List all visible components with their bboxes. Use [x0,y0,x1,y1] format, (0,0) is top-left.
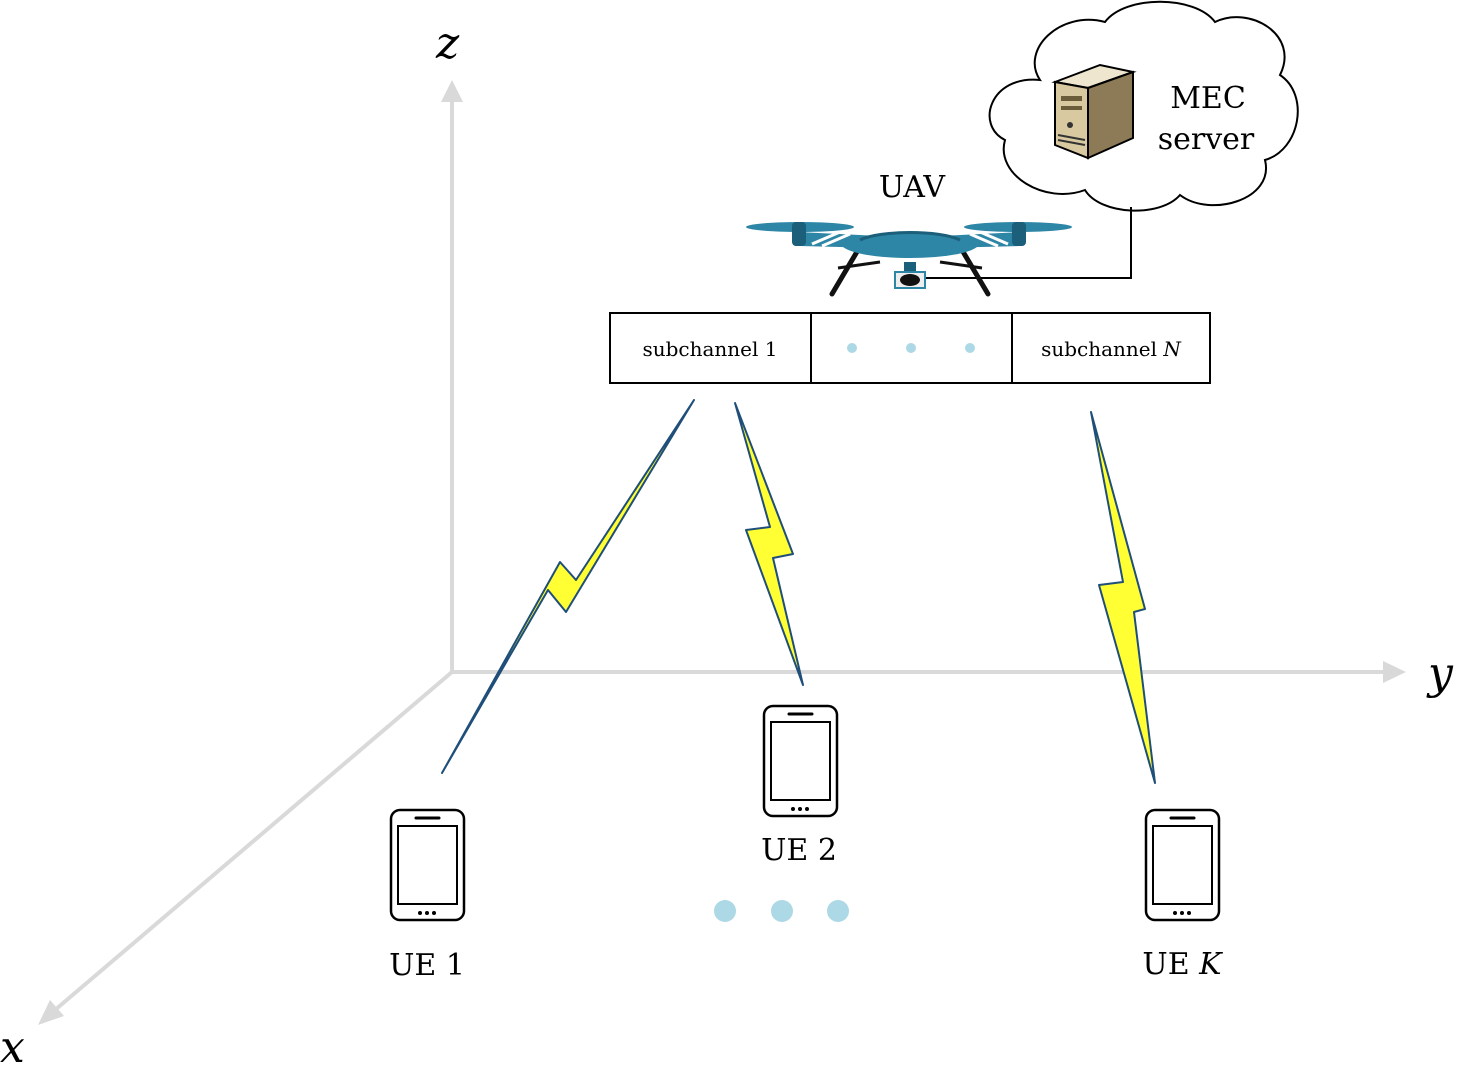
cloud-shape [988,0,1299,212]
cloud-uav-link [918,207,1132,279]
lightning-bolt-uek [1090,411,1156,784]
ellipsis-dot [827,900,849,922]
mec-server-cloud: MEC server [988,0,1299,212]
ellipsis-dot [965,343,975,353]
coordinate-axes: z y x [0,18,1454,1066]
wireless-links [441,399,1156,784]
smartphone-icon [389,808,466,922]
x-axis-arrowhead [38,1000,64,1025]
ue-1: UE 1 [389,808,466,983]
uav-label: UAV [879,170,947,205]
lightning-bolt-ue2 [734,402,804,686]
ue-2: UE 2 [761,704,839,868]
ue-2-label: UE 2 [761,833,837,868]
ue-k-label: UE K [1142,947,1223,982]
y-axis-label: y [1426,648,1454,699]
mec-label-line2: server [1158,122,1255,157]
x-axis [53,670,454,1012]
smartphone-icon [762,704,839,818]
ue-k: UE K [1142,808,1223,982]
x-axis-label: x [0,1022,25,1066]
subchannel-cell-1 [609,312,812,384]
y-axis-arrowhead [1383,661,1406,683]
subchannel-1-label: subchannel 1 [642,337,777,361]
mec-label-line1: MEC [1170,81,1246,116]
z-axis-label: z [435,18,460,69]
lightning-bolt-ue1 [441,399,695,774]
server-icon [1051,63,1137,160]
smartphone-icon [1144,808,1221,922]
z-axis-arrowhead [441,80,463,102]
ellipsis-dot [771,900,793,922]
ellipsis-dot [714,900,736,922]
subchannel-n-label: subchannel N [1041,337,1182,361]
uav-drone-icon [746,222,1072,297]
subchannel-bar: subchannel 1 subchannel N [609,312,1211,384]
ellipsis-dot [847,343,857,353]
ue-1-label: UE 1 [389,948,465,983]
ue-ellipsis [714,900,849,922]
ellipsis-dot [906,343,916,353]
subchannel-cell-n [1011,312,1211,384]
